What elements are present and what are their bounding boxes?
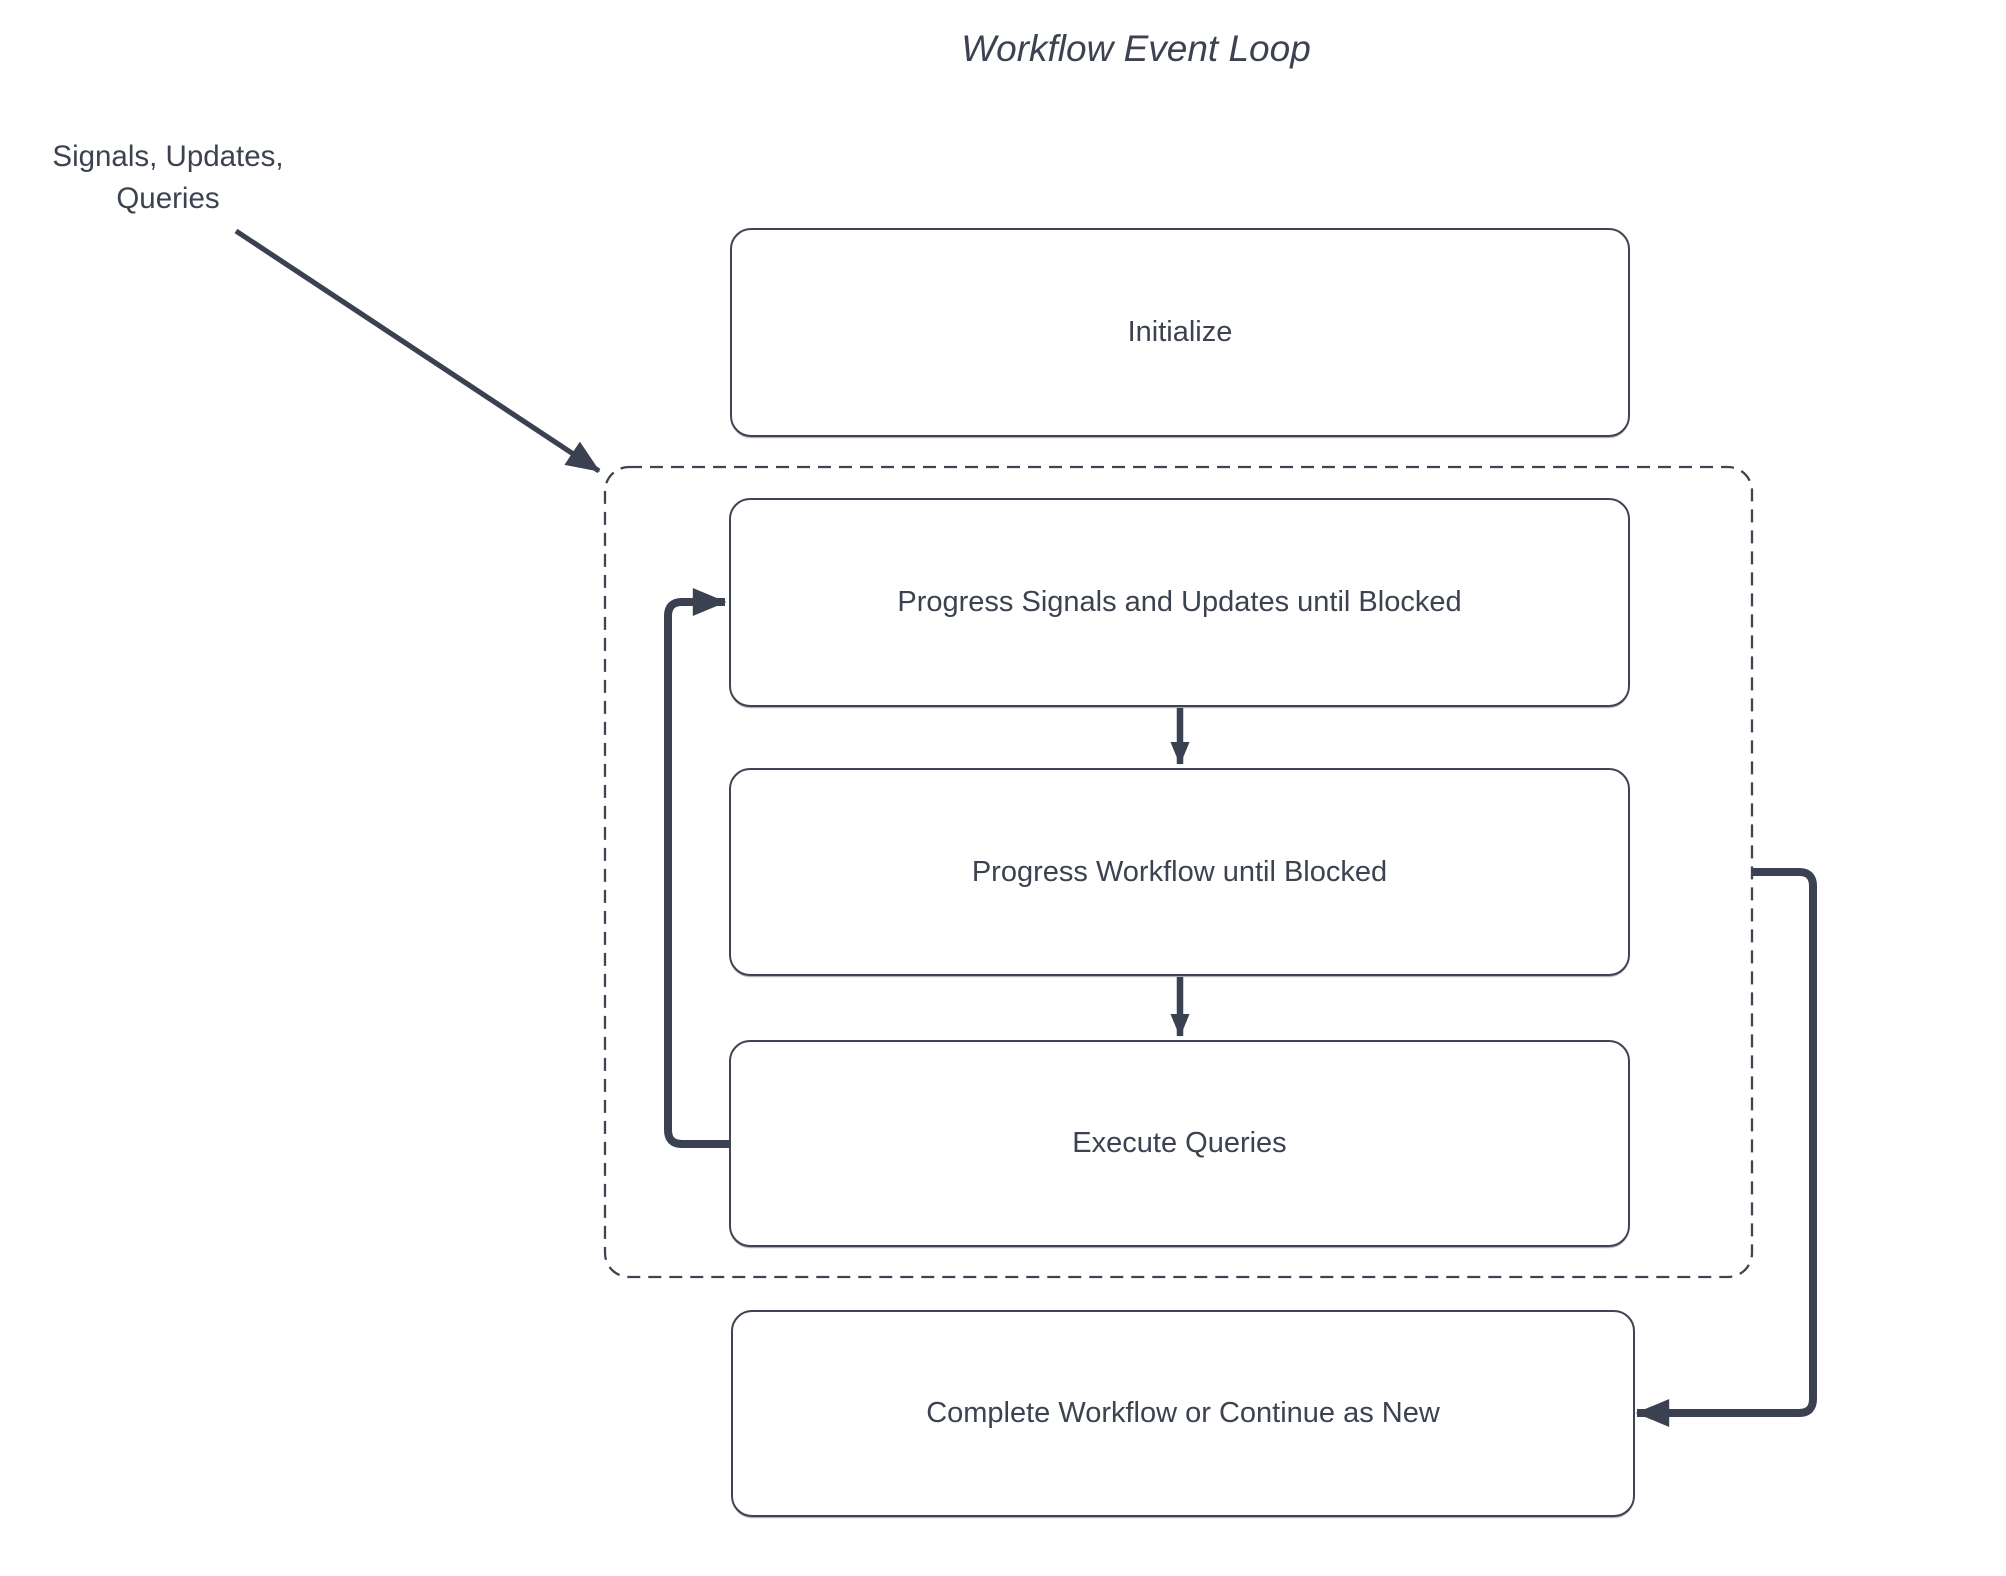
diagram-title: Workflow Event Loop: [961, 28, 1311, 69]
arrow-event-loop-to-complete: [1635, 868, 1817, 1427]
complete-workflow-box: Complete Workflow or Continue as New: [731, 1310, 1635, 1517]
initialize-box: Initialize: [730, 228, 1630, 437]
signals-input-arrow: [234, 228, 601, 474]
progress-workflow-box-label: Progress Workflow until Blocked: [971, 855, 1388, 888]
execute-queries-box: Execute Queries: [729, 1040, 1630, 1247]
progress-signals-and-updates-box: Progress Signals and Updates until Block…: [729, 498, 1630, 707]
execute-queries-box-label: Execute Queries: [1072, 1127, 1287, 1159]
progress-signals-and-updates-box-label: Progress Signals and Updates until Block…: [897, 586, 1462, 618]
progress-workflow-box: Progress Workflow until Blocked: [729, 768, 1630, 976]
initialize-box-label: Initialize: [1127, 316, 1233, 348]
signals-updates-queries-label: Signals, Updates, Queries: [52, 140, 284, 215]
complete-workflow-box-label: Complete Workflow or Continue as New: [926, 1397, 1440, 1429]
arrow-execute-queries-to-progress-signals: [664, 588, 729, 1148]
